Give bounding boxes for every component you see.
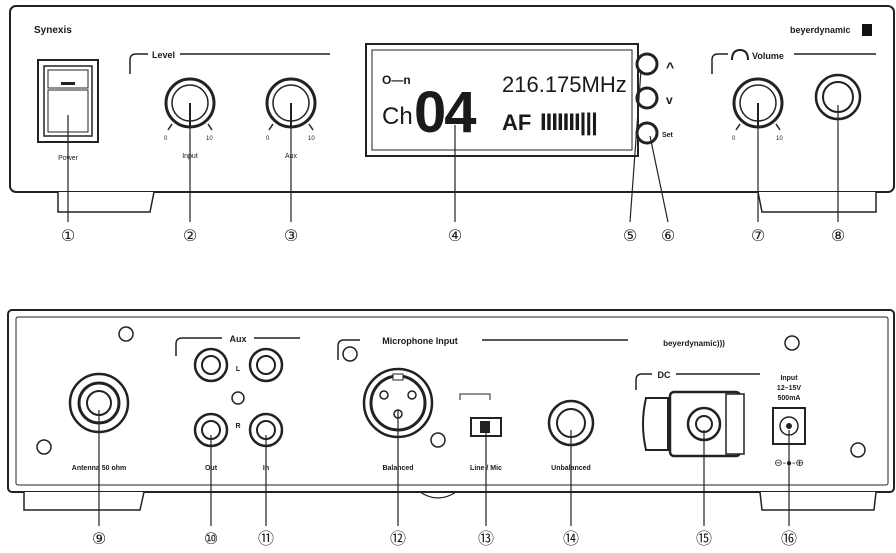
level-bracket-left bbox=[129, 53, 148, 74]
aux-knob[interactable] bbox=[265, 77, 317, 129]
headphone-jack[interactable] bbox=[814, 73, 862, 121]
brand-logo-mark bbox=[862, 24, 872, 36]
aux-scale-ticks bbox=[268, 123, 314, 131]
dc-voltage-label: 12–15V bbox=[777, 385, 801, 392]
input-scale-min: 0 bbox=[164, 136, 168, 142]
rear-bottom-notch bbox=[419, 491, 457, 499]
up-button[interactable] bbox=[635, 52, 659, 76]
brand-logo-front: beyerdynamic bbox=[790, 25, 851, 35]
level-group-label: Level bbox=[152, 50, 175, 60]
callout-10: ⑩ bbox=[204, 531, 218, 548]
input-scale-max: 10 bbox=[206, 136, 213, 142]
rear-foot-right bbox=[759, 491, 877, 511]
power-switch[interactable] bbox=[37, 59, 99, 143]
volume-bracket-left bbox=[711, 53, 728, 74]
set-label: Set bbox=[662, 132, 674, 139]
up-arrow-icon: ^ bbox=[666, 59, 674, 75]
volume-group-label: Volume bbox=[752, 51, 784, 61]
aux-out-l-jack[interactable] bbox=[193, 347, 229, 383]
callout-12: ⑫ bbox=[390, 530, 406, 548]
dc-cable-clamp[interactable] bbox=[642, 390, 745, 458]
rear-panel-inner bbox=[15, 316, 889, 486]
front-callouts: ① ② ③ ④ ⑤ ⑥ ⑦ ⑧ bbox=[61, 228, 845, 245]
model-name: Synexis bbox=[34, 25, 72, 36]
dc-group-label: DC bbox=[658, 370, 671, 380]
callout-9: ⑨ bbox=[92, 531, 106, 548]
rear-panel: Antenna 50 ohm Aux L R Out In Microphone… bbox=[7, 309, 895, 511]
volume-scale-max: 10 bbox=[776, 136, 783, 142]
callout-4: ④ bbox=[448, 228, 462, 245]
callout-5: ⑤ bbox=[623, 228, 637, 245]
callout-2: ② bbox=[183, 228, 197, 245]
front-foot-left bbox=[57, 191, 155, 213]
lcd-display bbox=[365, 43, 639, 157]
callout-7: ⑦ bbox=[751, 228, 765, 245]
callout-3: ③ bbox=[284, 228, 298, 245]
rear-leader-lines bbox=[98, 410, 790, 526]
headphone-icon bbox=[731, 48, 749, 61]
lock-key-icon: O—n bbox=[382, 73, 411, 87]
volume-scale-min: 0 bbox=[732, 136, 736, 142]
rear-callouts: ⑨ ⑩ ⑪ ⑫ ⑬ ⑭ ⑮ ⑯ bbox=[92, 530, 797, 548]
aux-in-l-jack[interactable] bbox=[248, 347, 284, 383]
channel-number: 04 bbox=[414, 80, 476, 145]
rear-foot-left bbox=[23, 491, 145, 511]
dc-input-label: Input bbox=[780, 375, 798, 382]
dc-current-label: 500mA bbox=[778, 395, 801, 402]
volume-scale-ticks bbox=[735, 123, 781, 131]
callout-6: ⑥ bbox=[661, 228, 675, 245]
xlr-balanced-input[interactable] bbox=[362, 367, 434, 439]
dc-bracket-left bbox=[635, 373, 652, 390]
aux-r-label: R bbox=[235, 423, 240, 430]
af-level-meter: IIIIIII||| bbox=[540, 109, 597, 136]
line-mic-indicator bbox=[459, 393, 491, 400]
callout-16: ⑯ bbox=[781, 530, 797, 548]
aux-scale-min: 0 bbox=[266, 136, 270, 142]
callout-1: ① bbox=[61, 228, 75, 245]
aux-scale-max: 10 bbox=[308, 136, 315, 142]
brand-logo-rear: beyerdynamic))) bbox=[663, 339, 725, 348]
front-leader-lines bbox=[67, 69, 839, 223]
front-foot-right bbox=[757, 191, 877, 213]
set-button[interactable] bbox=[635, 121, 659, 145]
aux-group-label: Aux bbox=[229, 334, 246, 344]
front-panel: Synexis beyerdynamic Power Level 0 10 In… bbox=[9, 5, 895, 213]
volume-knob[interactable] bbox=[732, 77, 784, 129]
frequency-readout: 216.175MHz bbox=[502, 72, 627, 97]
input-scale-ticks bbox=[167, 123, 213, 131]
callout-15: ⑮ bbox=[696, 530, 712, 548]
mic-bracket-left bbox=[337, 339, 360, 360]
callout-11: ⑪ bbox=[258, 530, 274, 548]
mic-group-label: Microphone Input bbox=[382, 336, 458, 346]
channel-prefix: Ch bbox=[382, 103, 413, 130]
aux-bracket-left bbox=[175, 337, 222, 356]
callout-14: ⑭ bbox=[563, 530, 579, 548]
aux-center-screw-icon bbox=[231, 391, 245, 405]
down-arrow-icon: v bbox=[666, 93, 673, 107]
screw-icon bbox=[36, 326, 866, 458]
callout-13: ⑬ bbox=[478, 530, 494, 548]
aux-l-label: L bbox=[236, 366, 241, 373]
af-label: AF bbox=[502, 110, 531, 135]
down-button[interactable] bbox=[635, 86, 659, 110]
unbalanced-jack[interactable] bbox=[547, 399, 595, 447]
antenna-connector[interactable] bbox=[68, 372, 130, 434]
callout-8: ⑧ bbox=[831, 228, 845, 245]
